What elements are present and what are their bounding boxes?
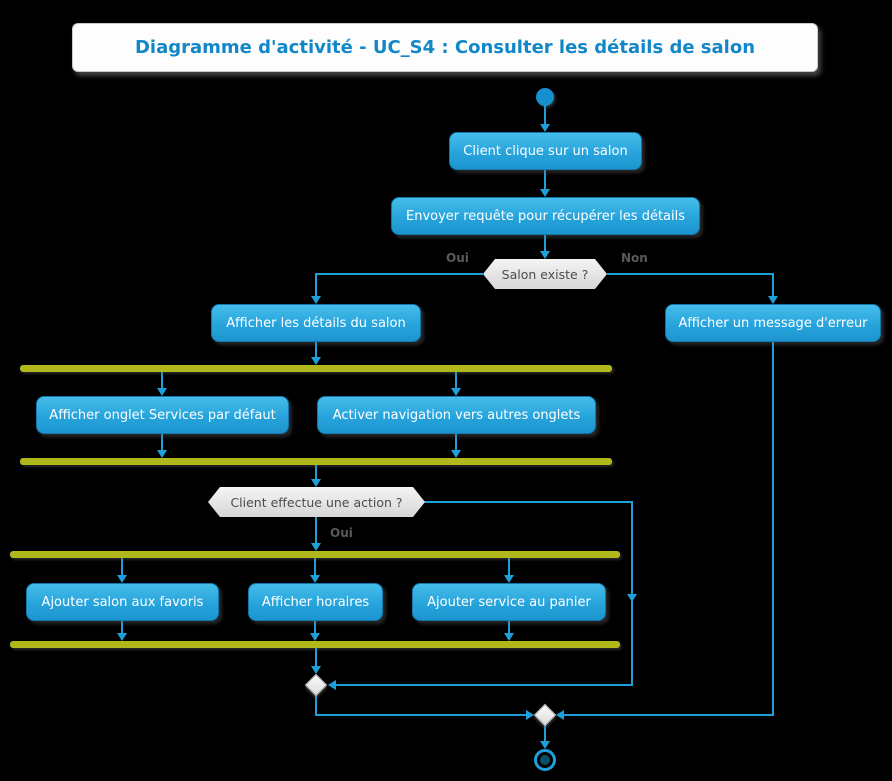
arrowhead xyxy=(117,633,127,641)
connector-line xyxy=(315,694,317,716)
arrowhead xyxy=(157,388,167,396)
activity-onglet-services: Afficher onglet Services par défaut xyxy=(36,396,289,434)
connector-line xyxy=(544,105,546,125)
connector-line xyxy=(161,372,163,389)
connector-line xyxy=(121,558,123,576)
initial-node xyxy=(536,88,554,106)
connector-line xyxy=(315,517,317,544)
arrowhead xyxy=(540,189,550,197)
arrowhead xyxy=(311,357,321,365)
arrowhead xyxy=(117,575,127,583)
merge-node-1 xyxy=(304,673,328,697)
arrowhead xyxy=(540,741,550,749)
edge-label-non: Non xyxy=(621,251,648,265)
connector-line xyxy=(161,434,163,451)
arrowhead xyxy=(526,710,534,720)
connector-line xyxy=(455,434,457,451)
arrowhead xyxy=(310,633,320,641)
join-bar-2 xyxy=(10,641,620,648)
arrowhead xyxy=(157,450,167,458)
arrowhead xyxy=(451,450,461,458)
fork-bar-2 xyxy=(10,551,620,558)
connector-line xyxy=(315,714,526,716)
connector-line xyxy=(424,501,632,503)
connector-line xyxy=(314,558,316,576)
connector-line xyxy=(508,621,510,634)
connector-line xyxy=(772,342,774,716)
activity-afficher-erreur: Afficher un message d'erreur xyxy=(665,304,881,342)
arrowhead xyxy=(627,594,637,602)
final-node xyxy=(534,749,556,771)
arrowhead xyxy=(504,575,514,583)
activity-afficher-details: Afficher les détails du salon xyxy=(211,304,421,342)
arrowhead xyxy=(540,251,550,259)
connector-line xyxy=(544,170,546,190)
connector-line xyxy=(315,648,317,667)
arrowhead xyxy=(328,680,336,690)
edge-label-oui: Oui xyxy=(446,251,469,265)
arrowhead xyxy=(311,296,321,304)
arrowhead xyxy=(556,710,564,720)
diagram-title: Diagramme d'activité - UC_S4 : Consulter… xyxy=(72,23,818,72)
merge-node-2 xyxy=(533,703,557,727)
connector-line xyxy=(631,501,633,686)
arrowhead xyxy=(311,543,321,551)
connector-line xyxy=(315,465,317,480)
connector-line xyxy=(121,621,123,634)
connector-line xyxy=(314,621,316,634)
connector-line xyxy=(508,558,510,576)
connector-line xyxy=(607,273,773,275)
connector-line xyxy=(544,724,546,742)
activity-ajouter-favoris: Ajouter salon aux favoris xyxy=(26,583,219,621)
arrowhead xyxy=(311,479,321,487)
activity-activer-navigation: Activer navigation vers autres onglets xyxy=(317,396,596,434)
final-node-dot xyxy=(540,755,550,765)
fork-bar-1 xyxy=(20,365,612,372)
activity-afficher-horaires: Afficher horaires xyxy=(248,583,383,621)
connector-line xyxy=(315,342,317,358)
activity-ajouter-panier: Ajouter service au panier xyxy=(412,583,606,621)
arrowhead xyxy=(768,296,778,304)
decision-client-action: Client effectue une action ? xyxy=(208,487,425,517)
arrowhead xyxy=(451,388,461,396)
connector-line xyxy=(544,235,546,252)
arrowhead xyxy=(310,575,320,583)
connector-line xyxy=(336,684,632,686)
connector-line xyxy=(316,273,483,275)
arrowhead xyxy=(540,124,550,132)
decision-salon-existe: Salon existe ? xyxy=(483,259,607,289)
connector-line xyxy=(315,273,317,297)
arrowhead xyxy=(311,666,321,674)
activity-envoyer-requete: Envoyer requête pour récupérer les détai… xyxy=(391,197,700,235)
connector-line xyxy=(564,714,774,716)
join-bar-1 xyxy=(20,458,612,465)
diagram-title-text: Diagramme d'activité - UC_S4 : Consulter… xyxy=(134,37,756,58)
edge-label-oui-action: Oui xyxy=(330,526,353,540)
arrowhead xyxy=(504,633,514,641)
connector-line xyxy=(772,273,774,297)
connector-line xyxy=(455,372,457,389)
activity-client-clique-salon: Client clique sur un salon xyxy=(449,132,642,170)
